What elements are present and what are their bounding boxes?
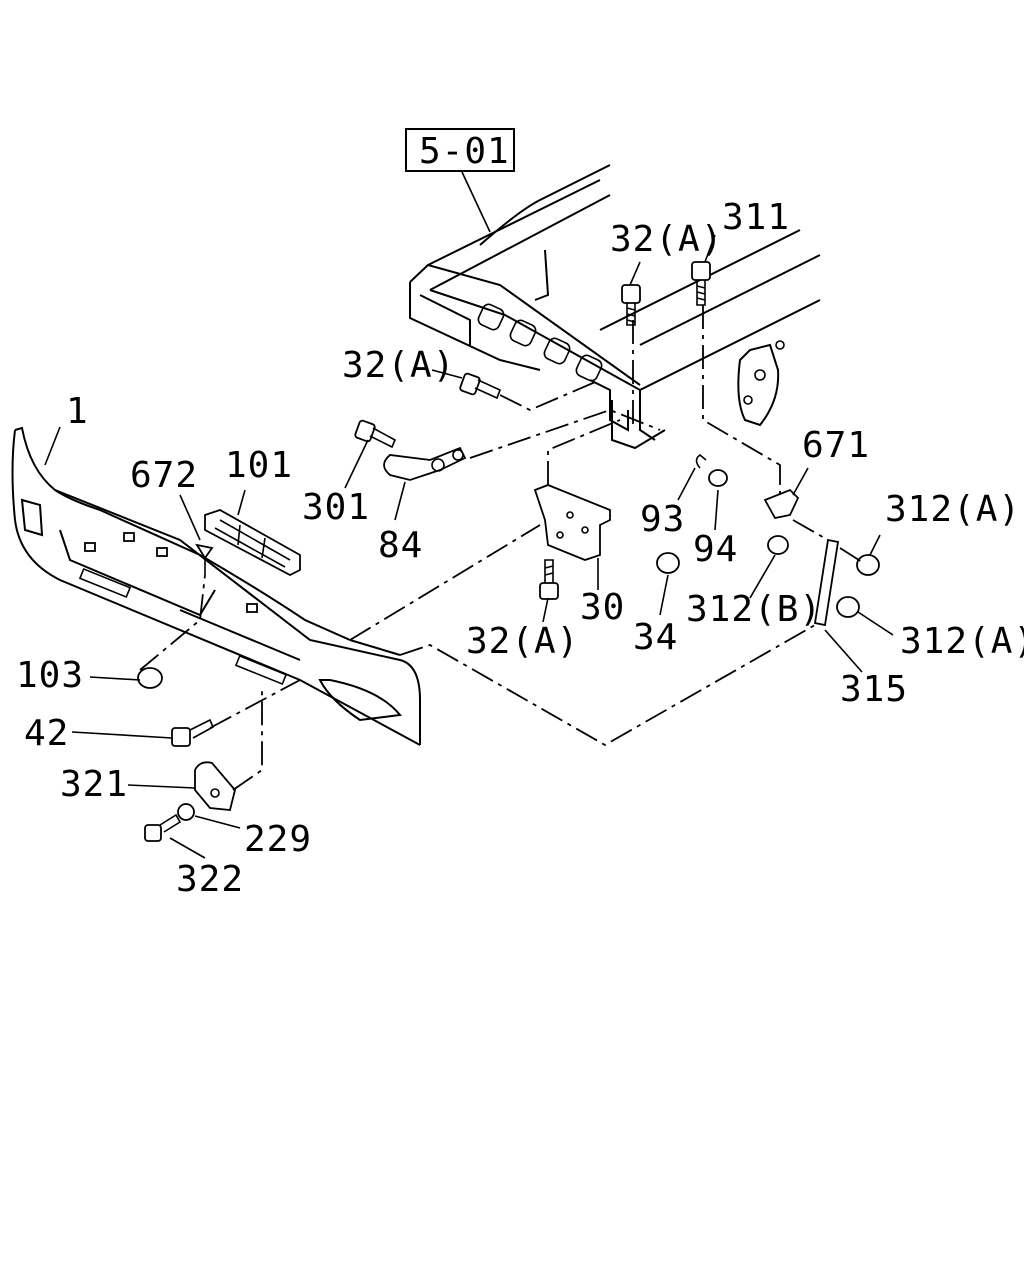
callout-30: 30 — [580, 587, 626, 628]
callout-312a-bottom: 312(A) — [900, 621, 1024, 662]
callout-312a-top: 312(A) — [885, 489, 1022, 530]
reference-box-label: 5-01 — [419, 131, 510, 172]
callout-311: 311 — [722, 197, 791, 238]
leader-lines — [44, 171, 894, 859]
callout-34: 34 — [633, 617, 679, 658]
clip-part — [195, 543, 214, 575]
callout-301: 301 — [302, 487, 371, 528]
grille-part — [204, 509, 301, 577]
callout-93: 93 — [640, 499, 686, 540]
callout-84: 84 — [378, 525, 424, 566]
bumper — [11, 426, 421, 746]
callout-42: 42 — [24, 713, 70, 754]
callout-671: 671 — [802, 425, 871, 466]
callout-103: 103 — [16, 655, 85, 696]
callout-321: 321 — [60, 764, 129, 805]
fasteners — [137, 261, 880, 842]
callout-32a-left: 32(A) — [342, 345, 456, 386]
callout-312b: 312(B) — [686, 589, 823, 630]
callout-101: 101 — [225, 445, 294, 486]
callout-315: 315 — [840, 669, 909, 710]
callout-32a-top: 32(A) — [610, 219, 724, 260]
callout-32a-bottom: 32(A) — [466, 621, 580, 662]
callout-672: 672 — [130, 455, 199, 496]
callout-322: 322 — [176, 859, 245, 900]
callout-94: 94 — [693, 529, 739, 570]
chassis-frame — [409, 164, 821, 450]
callout-229: 229 — [244, 819, 313, 860]
reference-box: 5-01 — [405, 128, 515, 172]
callout-1: 1 — [66, 391, 89, 432]
